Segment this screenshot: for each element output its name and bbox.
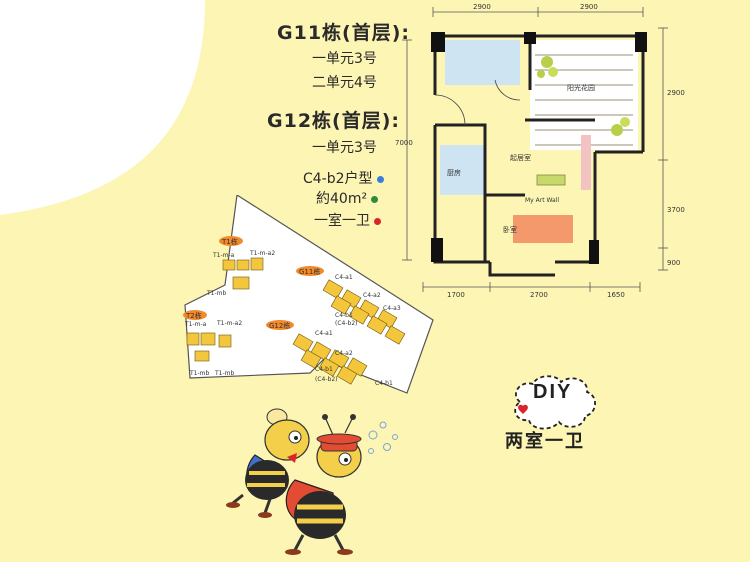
- rooms-info: 一室一卫: [314, 210, 381, 230]
- t1-mb: T1-mb: [206, 290, 226, 297]
- g12-site-label: G12栋: [269, 321, 290, 330]
- g12-unit-1: 一单元3号: [312, 140, 377, 156]
- t2-mb1: T1-mb: [189, 370, 209, 377]
- bedroom-label: 卧室: [503, 225, 517, 234]
- dim-right-mid: 3700: [667, 206, 685, 214]
- c4-a3-g11: C4-a3: [383, 305, 401, 312]
- t2-tag: [183, 310, 207, 320]
- plant-icon: [537, 56, 630, 136]
- red-dot-icon: [374, 217, 381, 225]
- dim-top-right: 2900: [580, 3, 598, 11]
- g11-title: G11栋(首层):: [277, 22, 411, 44]
- t2-ma: T1-m-a: [184, 321, 207, 328]
- dim-left: 7000: [395, 139, 413, 147]
- c4-a1-g11: C4-a1: [335, 274, 353, 281]
- bee-blue-icon: [226, 408, 310, 518]
- t2-mb2: T1-mb: [214, 370, 234, 377]
- bee-red-icon: [285, 414, 398, 555]
- dim-bottom-right: 1650: [607, 291, 625, 299]
- bed: [513, 215, 573, 243]
- c4-b1-g11: C4-b1: [335, 312, 353, 319]
- kitchen-label: 厨房: [447, 168, 461, 177]
- garden-label: 阳光花园: [567, 83, 595, 92]
- c4-a2-g12: C4-a2: [335, 350, 353, 357]
- t2-ma2: T1-m-a2: [216, 320, 242, 327]
- c4-b1-g12: C4-b1: [315, 366, 333, 373]
- t1-tag: [219, 236, 243, 246]
- c4-a2-g11: C4-a2: [363, 292, 381, 299]
- feature-label: My Art Wall: [525, 197, 559, 204]
- dim-bottom-mid: 2700: [530, 291, 548, 299]
- heart-icon: [518, 404, 528, 414]
- t1-ma: T1-m-a: [212, 252, 235, 259]
- room-type: 两室一卫: [505, 431, 585, 452]
- kitchen: [440, 145, 485, 195]
- blue-dot-icon: [376, 175, 384, 183]
- t1-ma2: T1-m-a2: [249, 250, 275, 257]
- t2-label: T2栋: [185, 311, 202, 320]
- bee-mascots-icon: [226, 408, 398, 555]
- diy-label: DIY: [533, 381, 573, 403]
- diy-cloud-icon: [514, 375, 596, 430]
- g11-unit-2: 二单元4号: [312, 75, 377, 91]
- green-dot-icon: [371, 195, 379, 203]
- g11-site-label: G11栋: [299, 267, 320, 276]
- bathroom: [445, 40, 520, 85]
- layout-code: C4-b2户型: [303, 168, 384, 188]
- g11-unit-1: 一单元3号: [312, 51, 377, 67]
- dim-bottom-left: 1700: [447, 291, 465, 299]
- dim-right-top: 2900: [667, 89, 685, 97]
- c4-b1-g12-b: C4-b1: [375, 380, 393, 387]
- c4-a1-g12: C4-a1: [315, 330, 333, 337]
- area-info: 約40m²: [316, 188, 379, 208]
- dim-right-bottom: 900: [667, 259, 680, 267]
- g12-title: G12栋(首层):: [267, 110, 401, 132]
- site-plan: T1栋 T1-m-a T1-m-a2 T1-mb T2栋 T1-m-a T1-m…: [183, 195, 434, 394]
- site-boundary: [184, 195, 434, 394]
- g11-tag: [296, 266, 324, 276]
- c4-b2-g12: (C4-b2): [315, 376, 337, 383]
- living-label: 起居室: [510, 153, 531, 162]
- t1-label: T1栋: [221, 237, 238, 246]
- c4-b2-g11: (C4-b2): [335, 320, 357, 327]
- g12-tag: [266, 320, 294, 330]
- wardrobe: [581, 135, 591, 190]
- floor-plan: 2900 2900 2900 3700 900 7000 1700 2700 1…: [395, 3, 685, 299]
- sofa: [536, 174, 566, 186]
- dim-top-left: 2900: [473, 3, 491, 11]
